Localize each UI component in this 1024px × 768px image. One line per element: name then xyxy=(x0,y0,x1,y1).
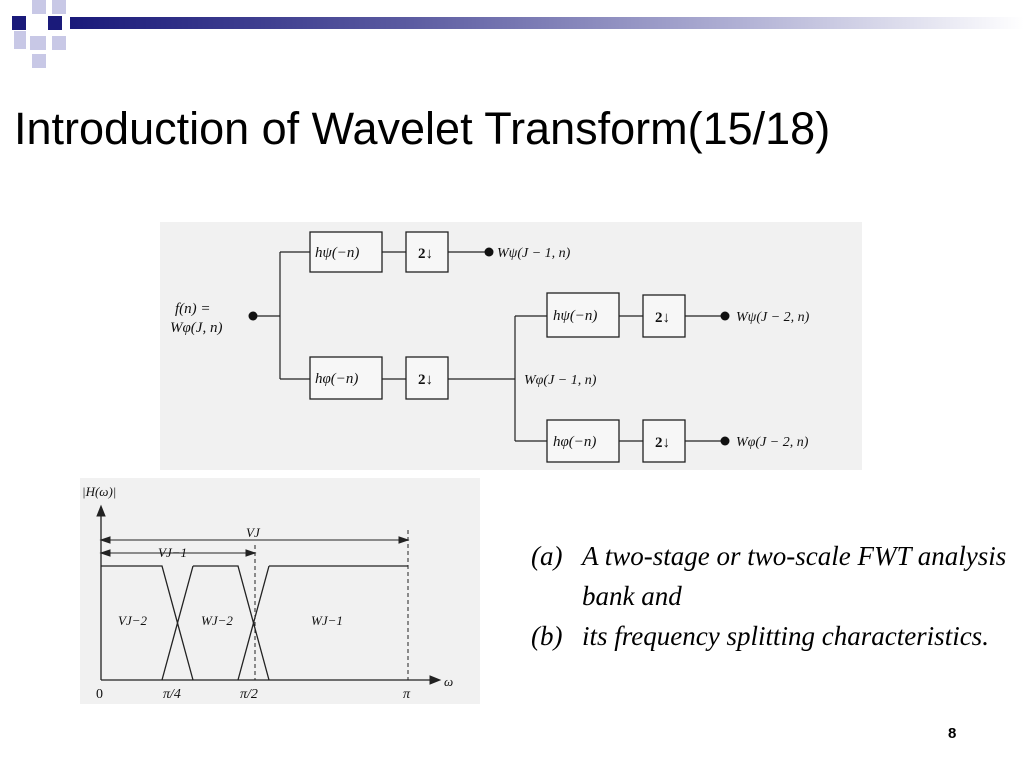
header-square-lavender-4 xyxy=(30,36,46,50)
header-gradient-bar xyxy=(70,17,1024,29)
stage2-low-filter-box xyxy=(546,419,620,463)
vj1-span-arrow-right xyxy=(245,549,257,557)
filter-bank-background xyxy=(160,222,862,470)
stage1-high-output-node xyxy=(484,247,494,257)
lowpass-response-curve xyxy=(101,565,194,681)
caption-text-a: A two-stage or two-scale FWT analysis ba… xyxy=(582,541,1007,611)
x-axis-arrow xyxy=(429,675,442,685)
input-label-line1: f(n) = xyxy=(175,301,211,317)
stage1-high-filter-label: hψ(−n) xyxy=(315,245,359,261)
stage1-low-downsample-box xyxy=(405,356,449,400)
region-label-wj2: WJ−2 xyxy=(201,613,233,628)
tick-label-pi: π xyxy=(403,687,411,702)
vj1-span-arrow-left xyxy=(99,549,111,557)
stage1-high-filter-box xyxy=(309,231,383,273)
vj-span-arrow-right xyxy=(398,536,410,544)
header-square-lavender-6 xyxy=(32,54,46,68)
page-number: 8 xyxy=(948,725,957,742)
vj-span-label: VJ xyxy=(246,525,261,540)
caption-item-b: (b) its frequency splitting characterist… xyxy=(531,616,1011,656)
stage1-low-filter-box xyxy=(309,356,383,400)
stage1-high-downsample-box xyxy=(405,231,449,273)
header-square-lavender-3 xyxy=(14,31,26,49)
header-square-lavender-1 xyxy=(32,0,46,14)
stage2-low-downsample-label: 2↓ xyxy=(655,435,670,451)
header-square-navy-1 xyxy=(12,16,26,30)
tick-label-0: 0 xyxy=(96,687,103,702)
slide-title: Introduction of Wavelet Transform(15/18) xyxy=(14,103,831,154)
vj-span-arrow-left xyxy=(99,536,111,544)
region-label-vj2: VJ−2 xyxy=(118,613,147,628)
x-axis-label: ω xyxy=(444,674,453,689)
tick-label-pi-half: π/2 xyxy=(240,687,258,702)
figure-caption: (a) A two-stage or two-scale FWT analysi… xyxy=(531,536,1011,656)
input-label-line2: Wφ(J, n) xyxy=(170,320,222,336)
bandpass-left-edge xyxy=(161,565,194,681)
filter-bank-diagram: f(n) = Wφ(J, n) hψ(−n) 2↓ Wψ(J − 1, n) h… xyxy=(170,231,810,463)
region-label-wj1: WJ−1 xyxy=(311,613,343,628)
stage2-high-downsample-label: 2↓ xyxy=(655,310,670,326)
y-axis-label: |H(ω)| xyxy=(82,484,116,499)
header-square-lavender-2 xyxy=(52,0,66,14)
stage2-high-filter-label: hψ(−n) xyxy=(553,308,597,324)
vj1-span-label: VJ−1 xyxy=(158,545,187,560)
stage1-low-output-label: Wφ(J − 1, n) xyxy=(524,373,597,388)
stage2-low-filter-label: hφ(−n) xyxy=(553,434,596,450)
caption-label-b: (b) xyxy=(531,621,563,651)
caption-item-a: (a) A two-stage or two-scale FWT analysi… xyxy=(531,536,1011,616)
highpass-left-edge xyxy=(237,565,270,681)
header-square-lavender-5 xyxy=(52,36,66,50)
bandpass-top xyxy=(193,565,270,681)
stage1-low-filter-label: hφ(−n) xyxy=(315,371,358,387)
stage2-high-output-node xyxy=(720,311,730,321)
stage1-high-output-label: Wψ(J − 1, n) xyxy=(497,246,571,261)
y-axis-arrow xyxy=(96,504,106,517)
stage2-low-output-node xyxy=(720,436,730,446)
tick-label-pi-quarter: π/4 xyxy=(163,687,181,702)
stage2-low-downsample-box xyxy=(642,419,686,463)
frequency-response-plot: |H(ω)| ω VJ VJ−1 V xyxy=(82,484,453,702)
stage2-high-output-label: Wψ(J − 2, n) xyxy=(736,310,810,325)
stage1-low-downsample-label: 2↓ xyxy=(418,372,433,388)
frequency-plot-background xyxy=(80,478,480,704)
header-square-navy-2 xyxy=(48,16,62,30)
stage2-high-filter-box xyxy=(546,292,620,338)
input-node xyxy=(248,311,258,321)
stage2-high-downsample-box xyxy=(642,294,686,338)
stage2-low-output-label: Wφ(J − 2, n) xyxy=(736,435,809,450)
caption-text-b: its frequency splitting characteristics. xyxy=(582,621,989,651)
stage1-high-downsample-label: 2↓ xyxy=(418,246,433,262)
caption-label-a: (a) xyxy=(531,541,563,571)
